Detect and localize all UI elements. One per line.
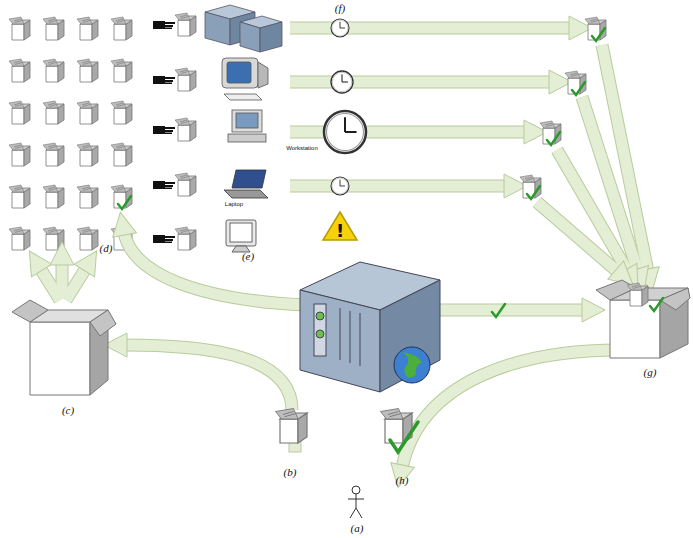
job-box [77,59,98,82]
job-box [9,143,30,166]
job-box [9,101,30,124]
callout-letter: (h) [396,475,409,486]
job-box [111,17,132,40]
job-box [111,185,132,208]
job-box [43,17,64,40]
job-box [9,185,30,208]
job-box [111,101,132,124]
callout-letter: (d) [100,243,113,254]
callout-letter: (e) [242,251,254,262]
job-box [111,143,132,166]
callout-letter: (f) [335,3,345,14]
job-box [43,143,64,166]
job-box [77,185,98,208]
callout-letter: (g) [644,367,657,378]
svg-text:!: ! [336,220,344,241]
callout-letter: (b) [284,467,297,478]
check-mark [118,196,131,209]
job-box [9,59,30,82]
job-box [111,59,132,82]
callout-letter: (a) [351,523,364,534]
job-box [9,227,30,250]
job-box [43,227,64,250]
job-box [9,17,30,40]
job-box [77,227,98,250]
job-box [77,143,98,166]
device-label: Laptop [225,201,243,207]
job-box [43,185,64,208]
job-box [77,17,98,40]
device-label: Workstation [286,145,318,151]
callout-letter: (c) [62,405,74,416]
job-box [77,101,98,124]
job-box [43,59,64,82]
job-box [43,101,64,124]
